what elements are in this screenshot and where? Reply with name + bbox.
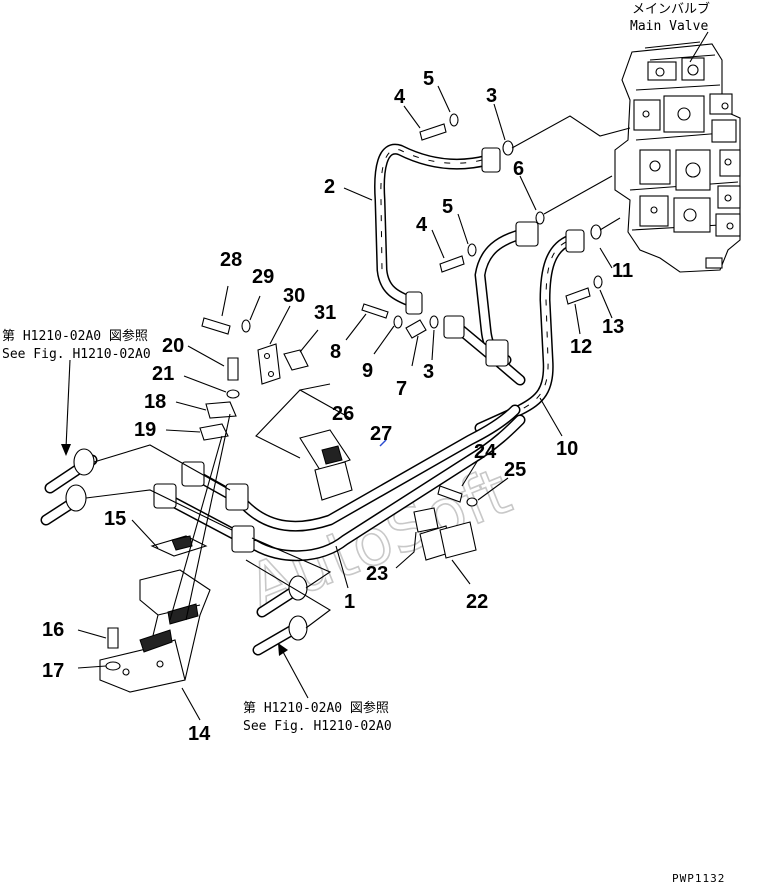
bracket-14 (99, 569, 211, 693)
left-hoses (40, 444, 233, 531)
clamp-15 (150, 535, 208, 557)
main-valve-label-en: Main Valve (630, 19, 708, 34)
part-number-4-mid: 4 (416, 214, 428, 236)
part-number-1: 1 (344, 591, 355, 613)
clamp-22-23 (413, 507, 477, 561)
part-number-29: 29 (252, 266, 274, 288)
part-number-16: 16 (42, 619, 64, 641)
clamp-18-19 (169, 401, 237, 621)
part-number-8: 8 (330, 341, 341, 363)
part-number-4-top: 4 (394, 86, 406, 108)
reference-bottom-en: See Fig. H1210-02A0 (243, 719, 392, 734)
part-number-9: 9 (362, 360, 373, 382)
pipe-1 (153, 404, 526, 562)
part-number-27: 27 (370, 423, 392, 445)
reference-left-en: See Fig. H1210-02A0 (2, 347, 151, 362)
part-number-2: 2 (324, 176, 335, 198)
plate-30 (257, 343, 281, 385)
part-number-10: 10 (556, 438, 578, 460)
part-number-17: 17 (42, 660, 64, 682)
part-number-5-top: 5 (423, 68, 434, 90)
part-number-25: 25 (504, 459, 526, 481)
leader-lines (77, 31, 709, 721)
part-number-3-top: 3 (486, 85, 497, 107)
part-number-22: 22 (466, 591, 488, 613)
part-number-7: 7 (396, 378, 407, 400)
drawing-code: PWP1132 (672, 872, 725, 885)
pipe-10 (474, 229, 585, 434)
part-number-14: 14 (188, 723, 211, 745)
part-number-18: 18 (144, 391, 166, 413)
part-number-21: 21 (152, 363, 174, 385)
tee-pipe (443, 221, 539, 386)
reference-arrows (61, 359, 309, 699)
main-valve-drawing (614, 41, 741, 273)
clamp-26 (299, 429, 353, 501)
part-number-12: 12 (570, 336, 592, 358)
part-number-3-mid: 3 (423, 361, 434, 383)
block-31 (283, 349, 309, 371)
reference-bottom-jp: 第 H1210-02A0 図参照 (243, 700, 389, 716)
part-number-11: 11 (612, 260, 633, 282)
part-number-6: 6 (513, 158, 524, 180)
part-number-24: 24 (474, 441, 497, 463)
part-number-13: 13 (602, 316, 624, 338)
part-number-31: 31 (314, 302, 336, 324)
part-number-5-mid: 5 (442, 196, 453, 218)
pipe-2 (374, 143, 501, 315)
reference-left-jp: 第 H1210-02A0 図参照 (2, 328, 148, 344)
part-number-26: 26 (332, 403, 354, 425)
lower-hoses (245, 537, 332, 656)
part-number-28: 28 (220, 249, 242, 271)
main-valve-label-jp: メインバルブ (632, 1, 710, 17)
part-number-23: 23 (366, 563, 388, 585)
part-number-15: 15 (104, 508, 126, 530)
part-number-20: 20 (162, 335, 184, 357)
part-number-30: 30 (283, 285, 305, 307)
part-number-19: 19 (134, 419, 156, 441)
fasteners (105, 113, 603, 671)
